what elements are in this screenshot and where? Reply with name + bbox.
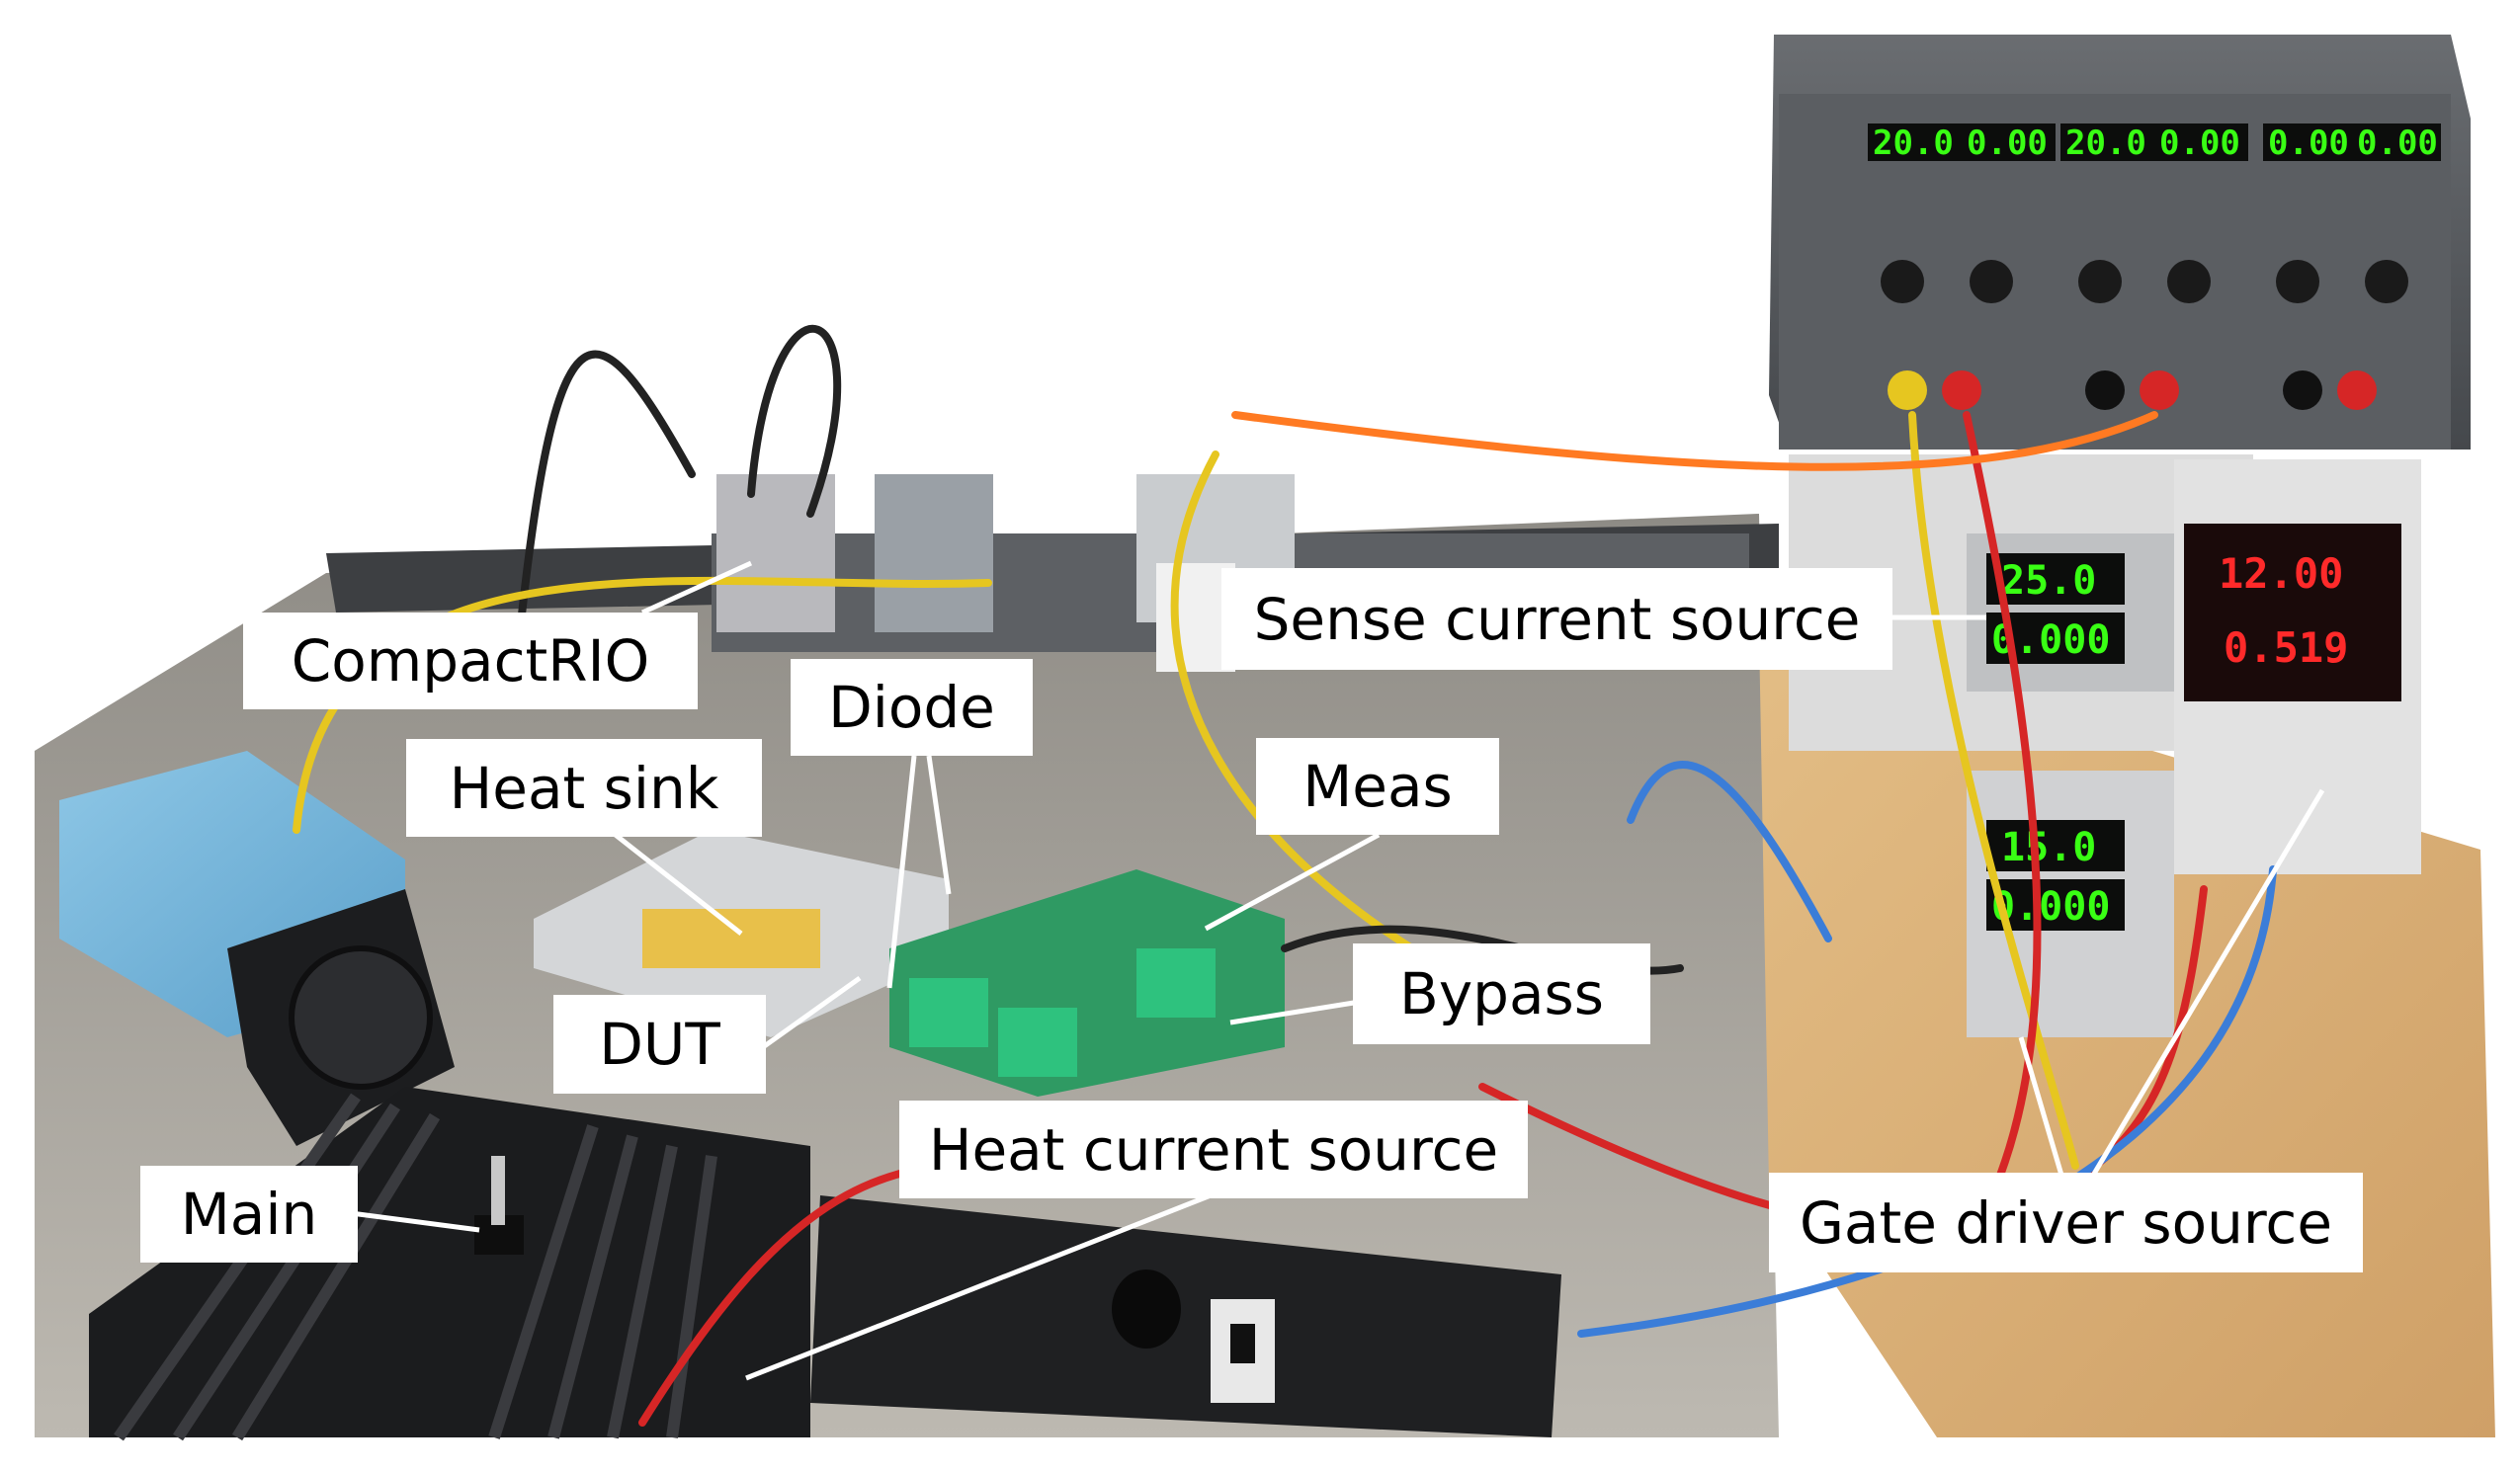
red-psu-bottom: 0.519 <box>2224 623 2348 672</box>
label-sense-current-source: Sense current source <box>1221 568 1892 670</box>
psu-knobs <box>1881 260 2408 303</box>
psu-ch2-amps: 0.00 <box>2159 123 2240 163</box>
psu-terminals <box>1888 370 2377 410</box>
psu-ch1-volts: 20.0 <box>1873 123 1954 163</box>
psu-ch3-volts: 0.00 <box>2268 123 2349 163</box>
label-heat-sink: Heat sink <box>406 739 762 837</box>
psu-ch3-amps: 0.00 <box>2357 123 2438 163</box>
heat-sink-fins <box>114 1093 717 1441</box>
leader-lines <box>350 560 2325 1381</box>
label-meas: Meas <box>1256 738 1499 835</box>
label-heat-current-source: Heat current source <box>899 1101 1528 1198</box>
heat-current-source-unit <box>810 1195 1561 1437</box>
lower-psu-volts: 15.0 <box>2001 825 2096 870</box>
sense-psu-volts: 25.0 <box>2001 558 2096 604</box>
label-main: Main <box>140 1166 358 1263</box>
lower-psu-amps: 0.000 <box>1991 884 2110 930</box>
label-dut: DUT <box>553 995 766 1094</box>
label-gate-driver-source: Gate driver source <box>1769 1173 2363 1272</box>
crio-module-2 <box>875 474 993 632</box>
label-bypass: Bypass <box>1353 943 1650 1044</box>
label-compactrio: CompactRIO <box>243 613 698 709</box>
psu-ch2-volts: 20.0 <box>2065 123 2146 163</box>
psu-ch1-amps: 0.00 <box>1967 123 2048 163</box>
wires <box>293 324 2277 1427</box>
label-diode: Diode <box>791 659 1033 756</box>
red-psu-top: 12.00 <box>2219 549 2343 598</box>
